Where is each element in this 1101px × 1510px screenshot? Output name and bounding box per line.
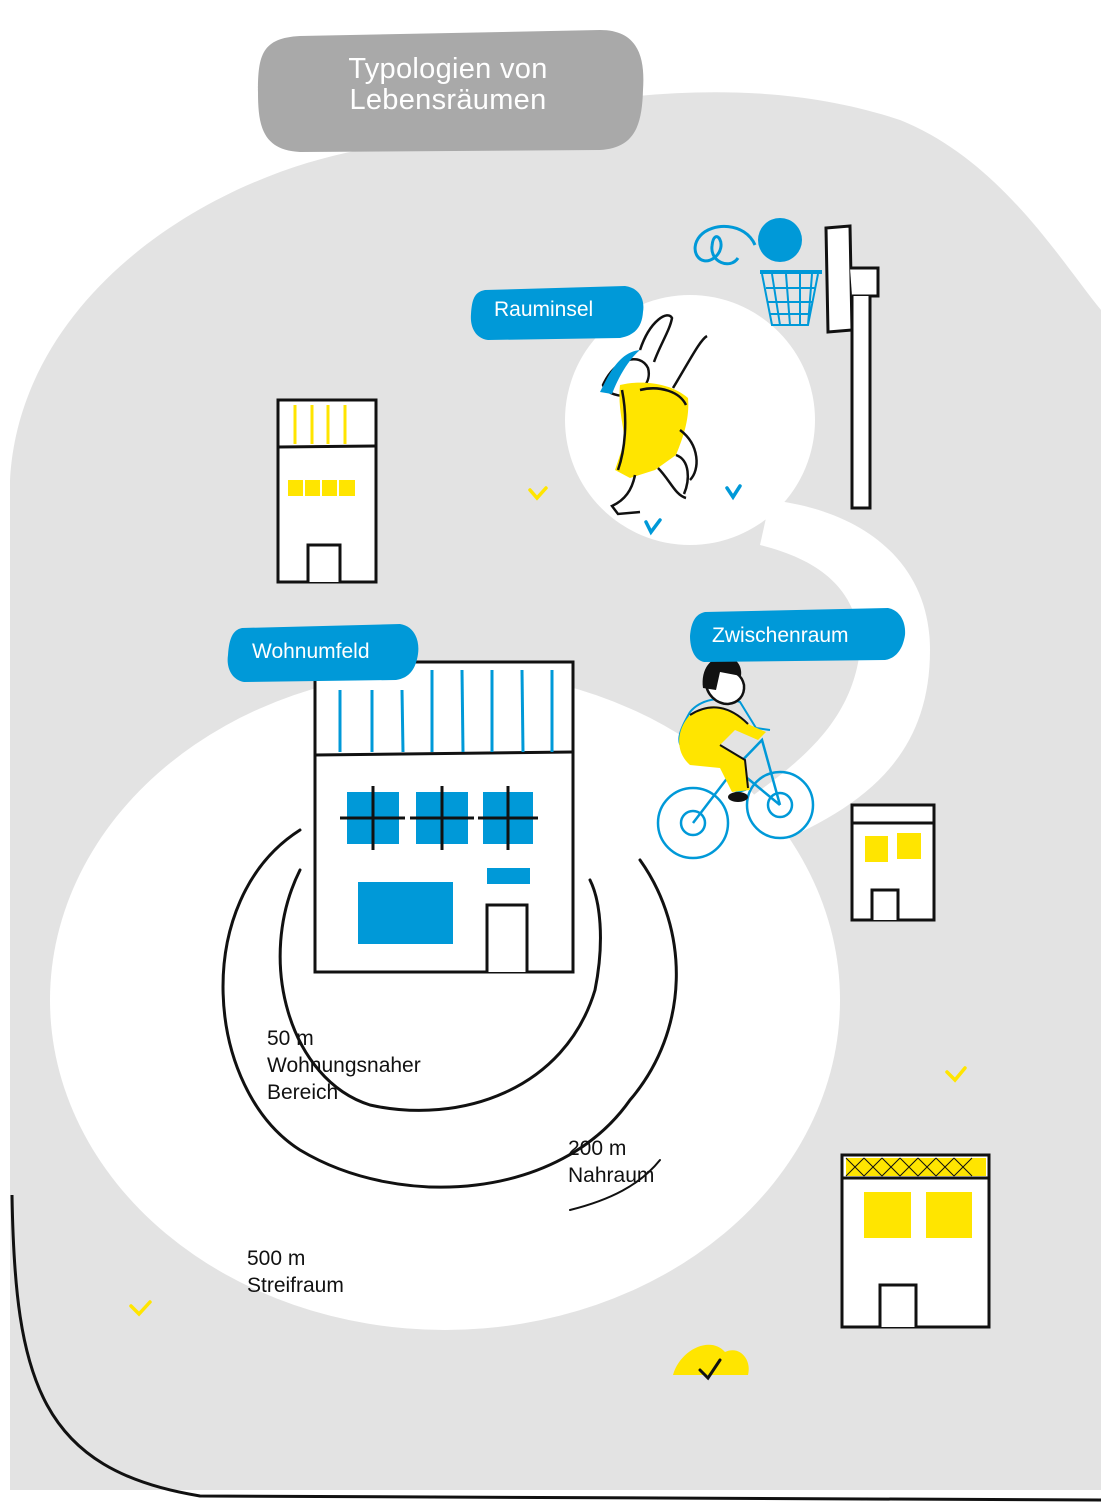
distance-500m-label: Streifraum <box>247 1272 344 1299</box>
page-title: Typologien von Lebensräumen <box>262 54 634 116</box>
distance-50m-value: 50 m <box>267 1025 421 1052</box>
label-rauminsel: Rauminsel <box>494 298 593 322</box>
distance-500m: 500 m Streifraum <box>247 1245 344 1299</box>
right-building-icon <box>852 805 934 920</box>
main-building-icon <box>315 662 573 972</box>
distance-500m-value: 500 m <box>247 1245 344 1272</box>
distance-200m-label: Nahraum <box>568 1162 654 1189</box>
label-zwischenraum: Zwischenraum <box>712 624 849 648</box>
basketball <box>758 218 802 262</box>
distance-200m-value: 200 m <box>568 1135 654 1162</box>
title-line-1: Typologien von <box>262 54 634 85</box>
distance-50m-label-line-2: Bereich <box>267 1079 421 1106</box>
title-line-2: Lebensräumen <box>262 85 634 116</box>
distance-50m: 50 m Wohnungsnaher Bereich <box>267 1025 421 1106</box>
label-wohnumfeld: Wohnumfeld <box>252 640 370 664</box>
distance-200m: 200 m Nahraum <box>568 1135 654 1189</box>
bottom-right-building-icon <box>842 1155 989 1327</box>
left-building-icon <box>278 400 376 582</box>
distance-50m-label-line-1: Wohnungsnaher <box>267 1052 421 1079</box>
